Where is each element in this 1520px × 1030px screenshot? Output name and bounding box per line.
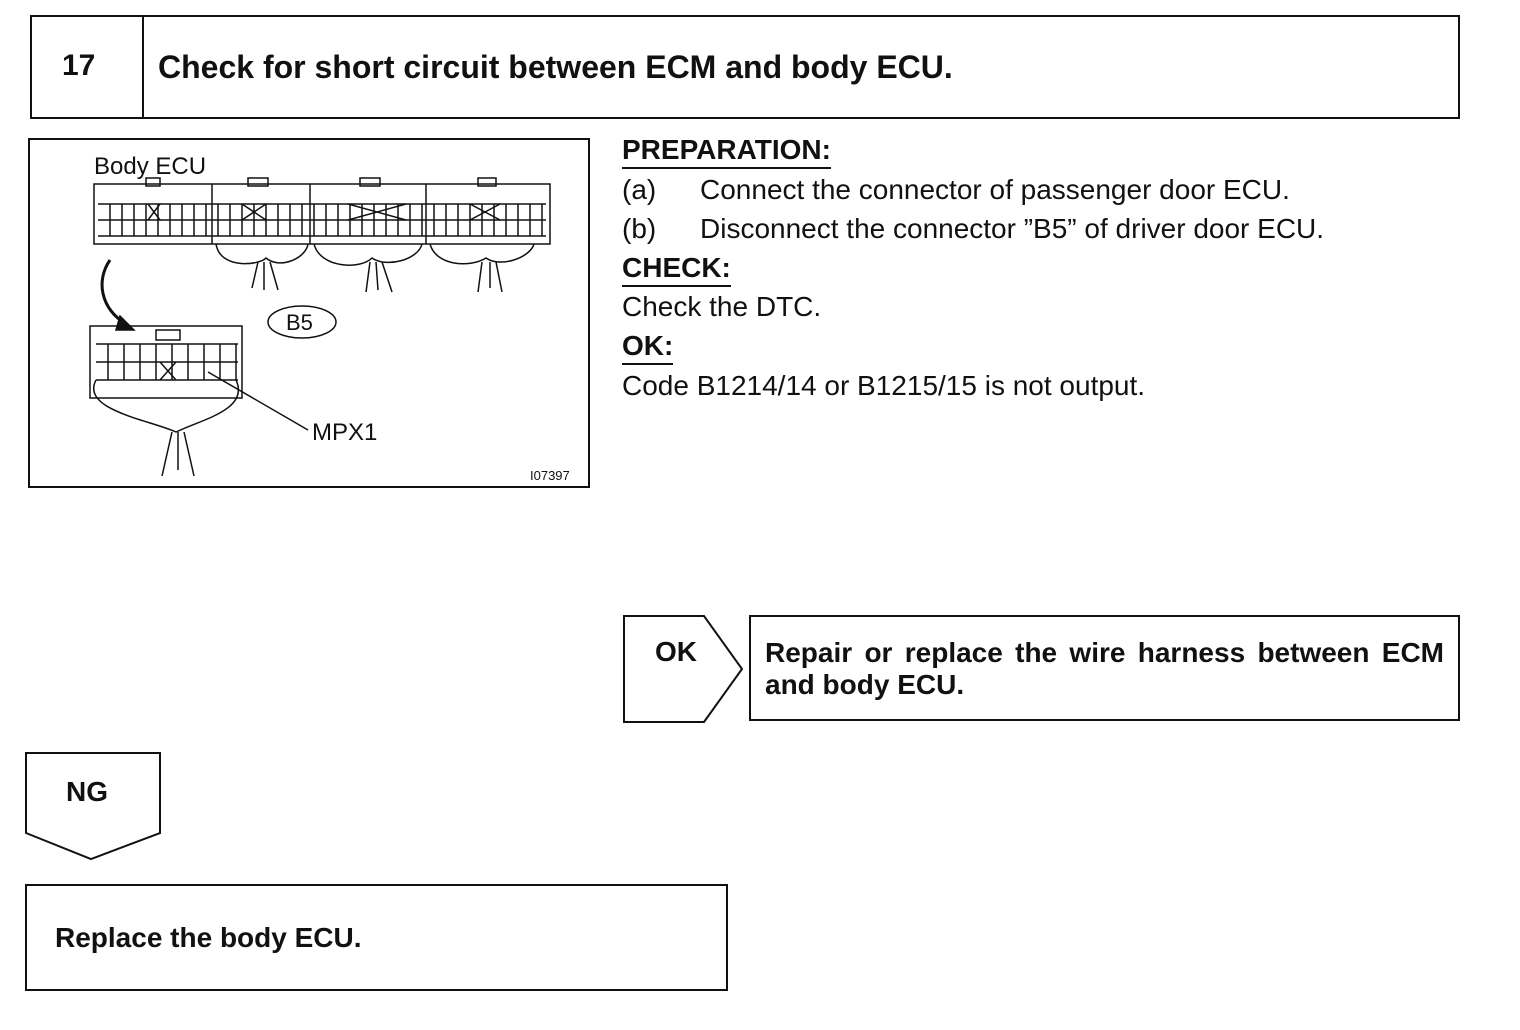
connector-illustration: Body ECU B5 MPX1 I07397 [28, 138, 590, 488]
ng-result-text: Replace the body ECU. [55, 922, 362, 953]
step-title: Check for short circuit between ECM and … [158, 49, 953, 85]
ok-criteria-text: Code B1214/14 or B1215/15 is not output. [622, 370, 1146, 401]
step-letter: (b) [622, 213, 657, 244]
ok-result-text: Repair or replace the wire harness betwe… [765, 637, 1444, 700]
step-number: 17 [62, 49, 96, 82]
ok-heading: OK: [622, 330, 674, 365]
step-text: Connect the connector of passenger door … [700, 174, 1290, 205]
preparation-heading: PREPARATION: [622, 134, 831, 169]
step-number-cell: 17 [32, 17, 144, 117]
check-text: Check the DTC. [622, 291, 822, 322]
preparation-step-b: (b) Disconnect the connector ”B5” of dri… [622, 213, 1324, 245]
ng-arrow-label: NG [66, 776, 108, 807]
figure-id: I07397 [530, 468, 570, 483]
preparation-section: PREPARATION: [622, 134, 831, 169]
ng-result-box: Replace the body ECU. [25, 884, 728, 991]
mpx1-label: MPX1 [312, 419, 377, 446]
ok-result-box: Repair or replace the wire harness betwe… [749, 615, 1460, 721]
ok-section: OK: [622, 330, 674, 365]
preparation-step-a: (a) Connect the connector of passenger d… [622, 174, 1290, 206]
check-heading: CHECK: [622, 252, 731, 287]
connector-diagram: Body ECU B5 MPX1 I07397 [89, 153, 570, 483]
body-ecu-connector [93, 183, 551, 245]
b5-oval [267, 305, 337, 339]
ok-arrow [623, 615, 744, 723]
body-ecu-title: Body ECU [94, 153, 206, 180]
b5-connector [89, 325, 243, 399]
step-text: Disconnect the connector ”B5” of driver … [700, 213, 1325, 244]
step-header: 17 Check for short circuit between ECM a… [30, 15, 1460, 119]
ok-arrow-label: OK [655, 636, 697, 667]
b5-label: B5 [286, 310, 313, 335]
check-section: CHECK: [622, 252, 731, 287]
ng-arrow [25, 752, 161, 861]
step-letter: (a) [622, 174, 657, 205]
